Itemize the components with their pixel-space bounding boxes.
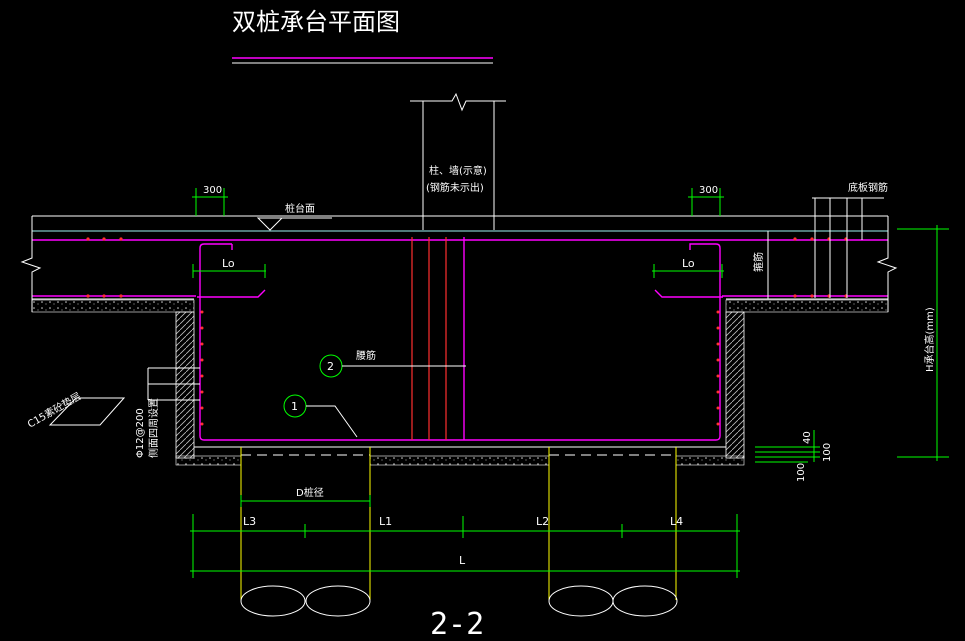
dim-300-left-text: 300 [203, 185, 222, 196]
marker-1-leader [306, 405, 358, 438]
rebar-dot [810, 237, 814, 241]
cover-dims: 40 100 100 [755, 430, 833, 482]
main-stirrup [199, 243, 721, 441]
cap-cushion-middle [369, 455, 550, 466]
cushion-layer-right [725, 299, 889, 313]
elevation-triangle-icon [256, 217, 284, 231]
dim-L4: L4 [670, 515, 683, 528]
side-bar-dot [200, 326, 204, 330]
side-bar-note: Φ12@200 侧面四周设置 [135, 367, 200, 458]
rebar-dot [86, 237, 90, 241]
slab-break-right [876, 216, 898, 312]
pile-break-ellipse [548, 585, 614, 617]
section-label: 2-2 [430, 607, 484, 641]
span-dims: L3 L1 L2 L4 L [190, 514, 740, 578]
pile-break-ellipse [305, 585, 371, 617]
dim-L3: L3 [243, 515, 256, 528]
cap-top-marker: 桩台面 [256, 202, 332, 231]
cap-cushion-left [175, 455, 242, 466]
dim-L2: L2 [536, 515, 549, 528]
dim-100-b: 100 [796, 463, 807, 482]
side-bar-dot [200, 358, 204, 362]
side-bar-dots [200, 310, 720, 426]
right-rebar-label: 箍筋 [752, 252, 765, 272]
cap-cushion-right [675, 455, 745, 466]
slab-break-left [20, 216, 42, 312]
waist-bar-label: 腰筋 [356, 349, 376, 362]
side-bar-dot [716, 310, 720, 314]
cushion-layer-left [31, 299, 195, 313]
dim-40: 40 [802, 431, 813, 444]
anchor-dim-right: Lo [652, 257, 724, 278]
column-break-line [410, 92, 506, 112]
marker-1-text: 1 [291, 400, 298, 413]
dim-300-left: 300 [192, 185, 228, 216]
bottom-rebar-label: 底板钢筋 [848, 181, 888, 194]
rebar-dot [793, 237, 797, 241]
cap-wall-right [725, 311, 745, 459]
height-label: H承台高(mm) [923, 307, 936, 372]
side-bar-dot [716, 342, 720, 346]
rebar-dot [793, 294, 797, 298]
side-bar-dot [716, 406, 720, 410]
rebar-cage [197, 237, 723, 441]
column: 柱、墙(示意) (钢筋未示出) [410, 92, 506, 230]
cap-top-label: 桩台面 [285, 202, 315, 215]
bottom-rebar-leader: 底板钢筋 箍筋 [752, 181, 888, 299]
side-bar-dot [716, 422, 720, 426]
piles [240, 447, 678, 617]
side-bar-dot [200, 374, 204, 378]
cap-structure [175, 311, 745, 466]
side-bar-dot [716, 390, 720, 394]
cushion-note: C15素砼垫层 [25, 389, 126, 431]
marker-2-text: 2 [327, 360, 334, 373]
side-bar-dot [200, 310, 204, 314]
rebar-dot [102, 237, 106, 241]
anchor-left-label: Lo [222, 257, 235, 270]
side-bar-dot [200, 342, 204, 346]
pile-dia-label: D桩径 [296, 486, 324, 499]
dim-L1: L1 [379, 515, 392, 528]
column-note: 柱、墙(示意) [429, 164, 487, 177]
pile-break-ellipse [240, 585, 306, 617]
slab [20, 215, 898, 313]
side-bar-note-text: 侧面四周设置 [147, 398, 160, 458]
dim-300-right-text: 300 [699, 185, 718, 196]
rebar-dot [119, 294, 123, 298]
cap-wall-left [175, 311, 195, 459]
pile-dia-dim: D桩径 [240, 486, 371, 507]
title-block: 双桩承台平面图 [232, 8, 493, 64]
side-bar-dot [716, 358, 720, 362]
dim-L: L [459, 554, 466, 567]
rebar-dot [119, 237, 123, 241]
side-bar-dot [200, 422, 204, 426]
anchor-right-label: Lo [682, 257, 695, 270]
side-bar-dot [716, 326, 720, 330]
side-bar-dot [716, 374, 720, 378]
anchor-dim-left: Lo [192, 257, 266, 278]
pile-break-ellipse [612, 585, 678, 617]
side-bar-spec: Φ12@200 [135, 408, 146, 458]
side-bar-dot [200, 406, 204, 410]
dim-300-right: 300 [688, 185, 724, 216]
rebar-note: (钢筋未示出) [426, 181, 484, 194]
cushion-label: C15素砼垫层 [25, 389, 83, 430]
anchor-bar-left [197, 289, 266, 298]
height-dim: H承台高(mm) [897, 225, 949, 461]
drawing-title: 双桩承台平面图 [232, 8, 400, 36]
cushion-symbol [48, 397, 126, 426]
marker-2: 2 腰筋 [319, 349, 466, 378]
rebar-dot [102, 294, 106, 298]
anchor-bar-right [654, 289, 723, 298]
rebar-dot [86, 294, 90, 298]
dim-100-a: 100 [822, 443, 833, 462]
side-bar-dot [200, 390, 204, 394]
rebar-dot [810, 294, 814, 298]
marker-1: 1 [283, 394, 358, 438]
